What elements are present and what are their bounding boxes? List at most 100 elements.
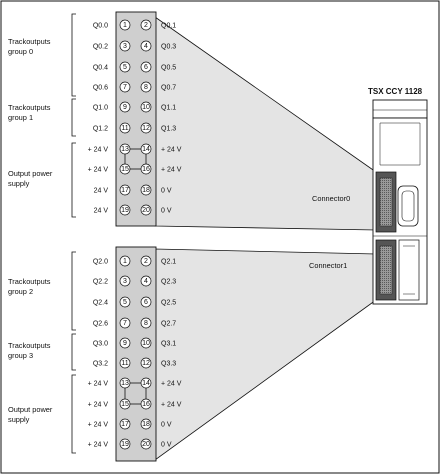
pin-number: 19 (121, 207, 129, 214)
pin-number: 12 (142, 360, 150, 367)
pin-circle (140, 81, 152, 93)
left-signal-label: Q1.2 (93, 126, 108, 133)
group-label-line: Output power (8, 169, 53, 178)
connector1-projection-beam (154, 248, 377, 461)
pin-circle (140, 61, 152, 73)
left-signal-label: Q2.6 (93, 321, 108, 328)
right-signal-label: Q3.1 (161, 341, 176, 348)
pin-number: 2 (144, 258, 148, 265)
group-bracket (71, 98, 76, 137)
pin-number: 14 (142, 146, 150, 153)
right-signal-label: Q0.1 (161, 23, 176, 30)
pin-circle (119, 122, 131, 134)
left-signal-label: Q1.0 (93, 105, 108, 112)
left-signal-label: Q3.2 (93, 361, 108, 368)
pin-number: 9 (123, 340, 127, 347)
right-signal-label: 0 V (161, 208, 172, 215)
group-label-line: group 0 (8, 47, 33, 56)
pin-number: 20 (142, 441, 150, 448)
pin-number: 15 (121, 166, 129, 173)
pin-number: 3 (123, 278, 127, 285)
pin-number: 14 (142, 380, 150, 387)
pin-number: 10 (142, 340, 150, 347)
group-label-line: Trackoutputs (8, 103, 51, 112)
right-signal-label: Q2.7 (161, 321, 176, 328)
pin-circle (140, 418, 152, 430)
right-signal-label: Q1.3 (161, 126, 176, 133)
left-signal-label: Q0.2 (93, 44, 108, 51)
pin-number: 7 (123, 320, 127, 327)
group-label-line: Trackoutputs (8, 37, 51, 46)
pin-circle (119, 61, 131, 73)
group-label-line: group 2 (8, 287, 33, 296)
pin-number: 11 (121, 125, 128, 132)
pin-number: 2 (144, 22, 148, 29)
group-label-line: Trackoutputs (8, 341, 51, 350)
pin-circle (140, 275, 152, 287)
left-signal-label: 24 V (94, 208, 109, 215)
pin-number: 3 (123, 43, 127, 50)
left-signal-label: + 24 V (88, 147, 109, 154)
pin-number: 13 (121, 380, 129, 387)
pin-circle (119, 275, 131, 287)
right-signal-label: Q0.3 (161, 44, 176, 51)
left-signal-label: Q2.2 (93, 279, 108, 286)
pin-number: 19 (121, 441, 129, 448)
left-signal-label: + 24 V (88, 422, 109, 429)
group-bracket (71, 13, 76, 97)
pin-circle (140, 438, 152, 450)
pin-circle (140, 337, 152, 349)
pin-circle (119, 255, 131, 267)
right-signal-label: + 24 V (161, 381, 182, 388)
pin-circle (140, 255, 152, 267)
pin-circle (140, 19, 152, 31)
pin-circle (140, 122, 152, 134)
pin-circle (119, 101, 131, 113)
right-signal-label: + 24 V (161, 402, 182, 409)
group-label-line: group 3 (8, 351, 33, 360)
group-label-line: supply (8, 415, 30, 424)
group-label-line: supply (8, 179, 30, 188)
pin-number: 5 (123, 299, 127, 306)
pin-number: 5 (123, 64, 127, 71)
pin-number: 6 (144, 299, 148, 306)
left-signal-label: + 24 V (88, 402, 109, 409)
module-title: TSX CCY 1128 (368, 87, 423, 96)
pin-circle (140, 357, 152, 369)
pin-number: 11 (121, 360, 128, 367)
pin-number: 12 (142, 125, 150, 132)
pin-circle (140, 101, 152, 113)
pin-row: + 24 V + 24 V 13 14 (88, 377, 182, 389)
pin-number: 9 (123, 104, 127, 111)
pin-number: 6 (144, 64, 148, 71)
left-signal-label: + 24 V (88, 442, 109, 449)
right-signal-label: Q2.1 (161, 259, 176, 266)
left-signal-label: + 24 V (88, 167, 109, 174)
left-signal-label: Q3.0 (93, 341, 108, 348)
pin-number: 7 (123, 84, 127, 91)
connector1-label: Connector1 (309, 261, 347, 270)
pin-number: 20 (142, 207, 150, 214)
left-signal-label: Q0.4 (93, 65, 108, 72)
group-label-line: Trackoutputs (8, 277, 51, 286)
pin-circle (119, 81, 131, 93)
left-signal-label: + 24 V (88, 381, 109, 388)
left-signal-label: 24 V (94, 188, 109, 195)
connector0-label: Connector0 (312, 194, 350, 203)
pin-number: 17 (121, 421, 129, 428)
right-signal-label: 0 V (161, 422, 172, 429)
right-signal-label: Q2.5 (161, 300, 176, 307)
pin-row: Q3.0 Q3.1 9 10 (93, 337, 176, 349)
pin-circle (119, 19, 131, 31)
